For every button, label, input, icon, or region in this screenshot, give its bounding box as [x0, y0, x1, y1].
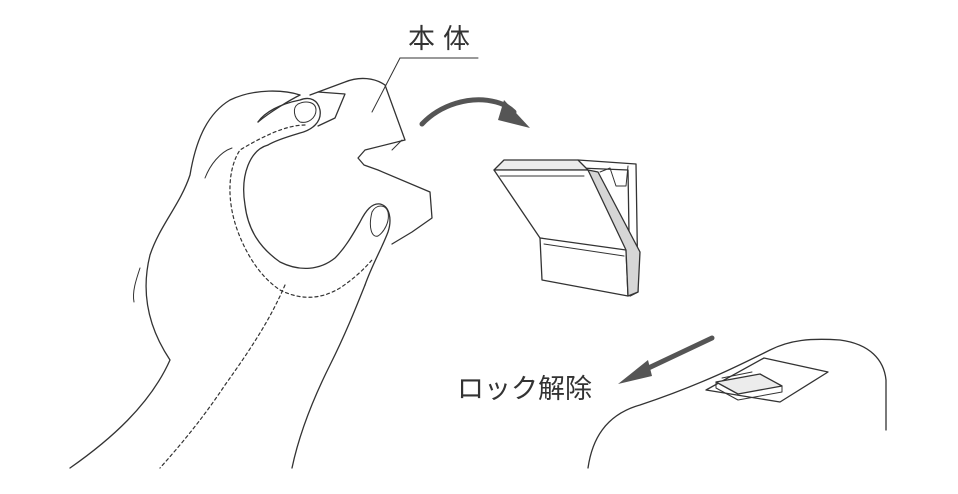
hand-back-contour [258, 95, 300, 122]
unlock-arrow-shaft [640, 338, 712, 372]
body-label-group: 本体 [372, 24, 478, 112]
cable-dashed [160, 285, 285, 468]
knuckle-line [133, 268, 140, 302]
part-top-face [494, 160, 588, 170]
index-nail [294, 102, 316, 122]
unlock-label: ロック解除 [457, 374, 592, 405]
wrist-right-edge [292, 285, 365, 468]
palm-line [205, 148, 232, 178]
strap-dashed [230, 125, 372, 297]
rotate-arrow [422, 100, 530, 128]
thumb-nail [370, 206, 388, 236]
detached-part [494, 160, 640, 296]
device-housing [588, 339, 886, 468]
housing-outline [588, 339, 886, 468]
unlock-arrow [618, 338, 712, 384]
rotate-arrow-head [498, 100, 530, 128]
main-body-notch [318, 92, 345, 126]
body-label: 本体 [408, 24, 478, 55]
hand-illustration [70, 91, 390, 468]
index-finger [258, 98, 320, 145]
hand-outline [70, 91, 300, 468]
unlock-arrow-head [618, 360, 652, 384]
body-leader-line [372, 58, 400, 112]
